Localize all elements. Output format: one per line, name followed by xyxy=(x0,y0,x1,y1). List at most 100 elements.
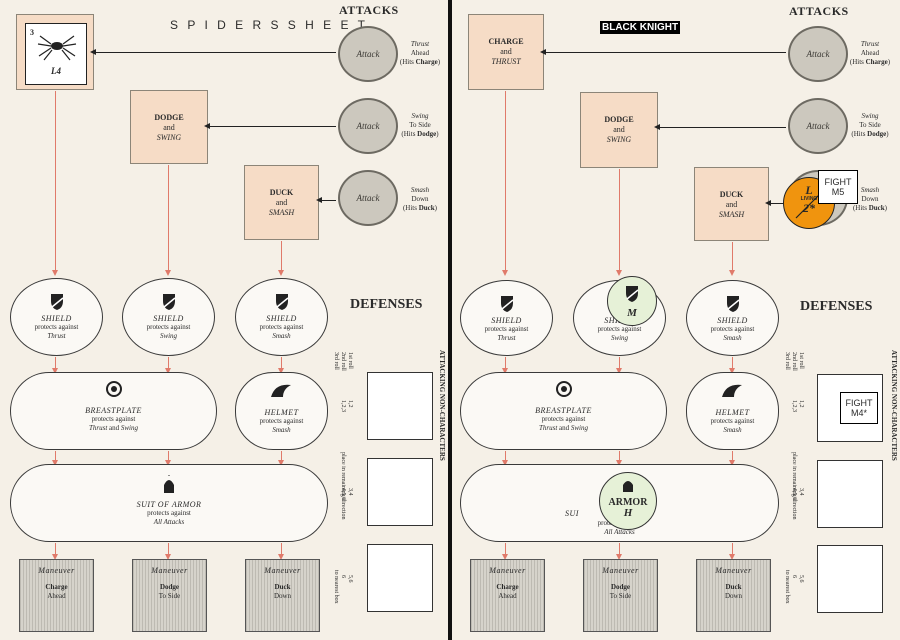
roll-value: 1,2,3 xyxy=(340,400,346,412)
roll-value: 3,4 xyxy=(347,488,353,496)
breastplate[interactable]: BREASTPLATE protects against Thrust and … xyxy=(10,372,217,450)
arrow-down xyxy=(616,169,622,276)
spiders-sheet: S P I D E R S S H E E T ATTACKS 3 L4 DOD… xyxy=(0,0,448,640)
breastplate[interactable]: BREASTPLATE protects against Thrust and … xyxy=(460,372,667,450)
attacks-header: ATTACKS xyxy=(339,3,399,17)
roll-value: 5,6 xyxy=(798,575,804,583)
nearest-box-label: to nearest box xyxy=(784,570,790,604)
roll-box-2[interactable] xyxy=(367,458,433,526)
roll-value: 1,2,3 xyxy=(791,400,797,412)
shield-thrust[interactable]: SHIELD protects against Thrust xyxy=(10,278,103,356)
arrow-down xyxy=(502,91,508,276)
arrow-down xyxy=(165,357,171,374)
arrow-down xyxy=(278,451,284,466)
shield-icon xyxy=(275,294,288,310)
helmet[interactable]: HELMET protects against Smash xyxy=(686,372,779,450)
attack-swing-circle[interactable]: Attack xyxy=(788,98,848,154)
arrow-smash xyxy=(316,197,336,203)
arrow-thrust xyxy=(90,49,336,55)
shield-icon xyxy=(500,296,513,312)
roll-box-2[interactable] xyxy=(817,460,883,528)
roll-value: 6 xyxy=(340,575,346,578)
breastplate-icon xyxy=(555,381,572,397)
dodge-swing-box: DODGE and SWING xyxy=(130,90,208,164)
armor-counter[interactable]: ARMOR H xyxy=(599,472,657,530)
black-knight-sheet: BLACK KNIGHT ATTACKS CHARGE and THRUST D… xyxy=(452,0,900,640)
shield-icon xyxy=(626,286,639,302)
attack-smash-circle[interactable]: Attack xyxy=(338,170,398,226)
fight-tag-m5[interactable]: FIGHT M5 xyxy=(818,170,858,204)
arrow-down xyxy=(278,357,284,374)
place-direction-label: place in remaining direction xyxy=(340,452,346,520)
shield-smash[interactable]: SHIELD protects against Smash xyxy=(686,280,779,356)
defenses-header: DEFENSES xyxy=(350,297,423,312)
roll-box-1[interactable] xyxy=(367,372,433,440)
duck-smash-box: DUCK and SMASH xyxy=(694,167,769,241)
spider-level: L4 xyxy=(51,66,61,76)
armor-icon xyxy=(623,481,633,492)
roll-box-3[interactable] xyxy=(817,545,883,613)
roll-value: 6 xyxy=(791,575,797,578)
roll-label-2: 2nd roll xyxy=(340,352,346,371)
shield-thrust[interactable]: SHIELD protects against Thrust xyxy=(460,280,553,356)
roll-label-1: 1st roll xyxy=(798,352,804,369)
helmet-icon xyxy=(721,384,742,397)
defenses-header: DEFENSES xyxy=(800,299,873,314)
arrow-down xyxy=(729,451,735,466)
arrow-down xyxy=(502,357,508,374)
arrow-down xyxy=(52,451,58,466)
suit-of-armor[interactable]: SUIT OF ARMOR protects against All Attac… xyxy=(10,464,328,542)
sheet-title: BLACK KNIGHT xyxy=(600,21,681,34)
spider-count: 3 xyxy=(30,28,34,37)
attacking-non-characters-label: ATTACKING NON-CHARACTERS xyxy=(890,350,898,461)
arrow-down xyxy=(729,357,735,374)
shield-icon xyxy=(162,294,175,310)
helmet[interactable]: HELMET protects against Smash xyxy=(235,372,328,450)
shield-swing[interactable]: SHIELD protects against Swing xyxy=(122,278,215,356)
arrow-down xyxy=(502,543,508,560)
roll-label-3: 3rd roll xyxy=(333,352,339,370)
arrow-down xyxy=(165,165,171,276)
spider-counter-box[interactable]: 3 L4 xyxy=(16,14,94,90)
place-direction-label: place in remaining direction xyxy=(791,452,797,520)
roll-box-3[interactable] xyxy=(367,544,433,612)
sheet-divider xyxy=(448,0,452,640)
roll-label-2: 2nd roll xyxy=(791,352,797,371)
attack-thrust-circle[interactable]: Attack xyxy=(788,26,848,82)
spider-counter[interactable]: 3 L4 xyxy=(25,23,87,85)
nearest-box-label: to nearest box xyxy=(333,570,339,604)
arrow-down xyxy=(165,451,171,466)
roll-value: 5,6 xyxy=(347,575,353,583)
attacks-header: ATTACKS xyxy=(789,4,849,18)
arrow-down xyxy=(278,543,284,560)
shield-counter[interactable]: M xyxy=(607,276,657,326)
attack-swing-circle[interactable]: Attack xyxy=(338,98,398,154)
helmet-icon xyxy=(270,384,291,397)
shield-smash[interactable]: SHIELD protects against Smash xyxy=(235,278,328,356)
roll-value: 1,2 xyxy=(798,400,804,408)
arrow-down xyxy=(52,543,58,560)
arrow-down xyxy=(616,543,622,560)
arrow-down xyxy=(278,241,284,276)
arrow-down xyxy=(165,543,171,560)
arrow-smash xyxy=(765,200,786,206)
shield-icon xyxy=(726,296,739,312)
armor-icon xyxy=(164,471,174,493)
shield-icon xyxy=(50,294,63,310)
attacking-non-characters-label: ATTACKING NON-CHARACTERS xyxy=(438,350,446,461)
arrow-down xyxy=(616,357,622,374)
attack-thrust-circle[interactable]: Attack xyxy=(338,26,398,82)
fight-tag-m4[interactable]: FIGHT M4* xyxy=(840,392,878,424)
